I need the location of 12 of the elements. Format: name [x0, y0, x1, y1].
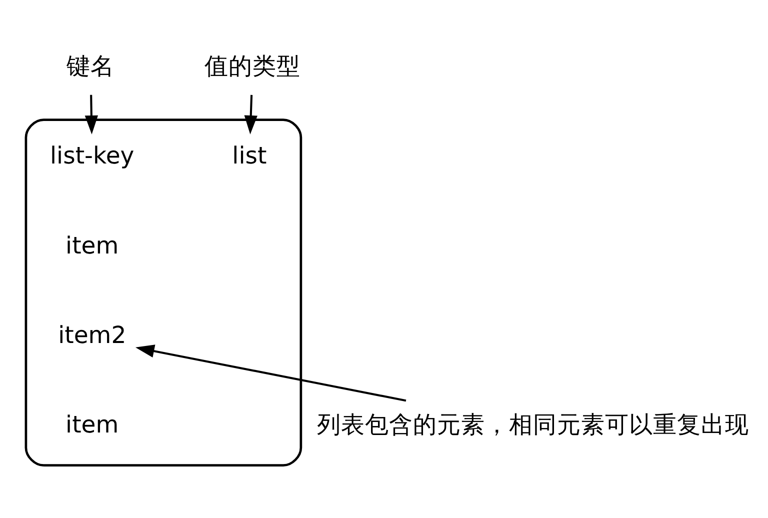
- node-text: item: [66, 410, 119, 438]
- cluster: [24, 118, 302, 466]
- arrow: [244, 94, 258, 134]
- node-text: item2: [58, 320, 126, 349]
- node-text: 值的类型: [204, 51, 300, 80]
- node-text: 键名: [66, 51, 115, 80]
- node-text: list: [232, 141, 267, 170]
- node-text: 列表包含的元素，相同元素可以重复出现: [317, 410, 750, 438]
- node-text: list-key: [50, 141, 134, 170]
- arrow: [135, 344, 406, 402]
- arrow: [84, 94, 98, 134]
- node-text: item: [66, 230, 119, 259]
